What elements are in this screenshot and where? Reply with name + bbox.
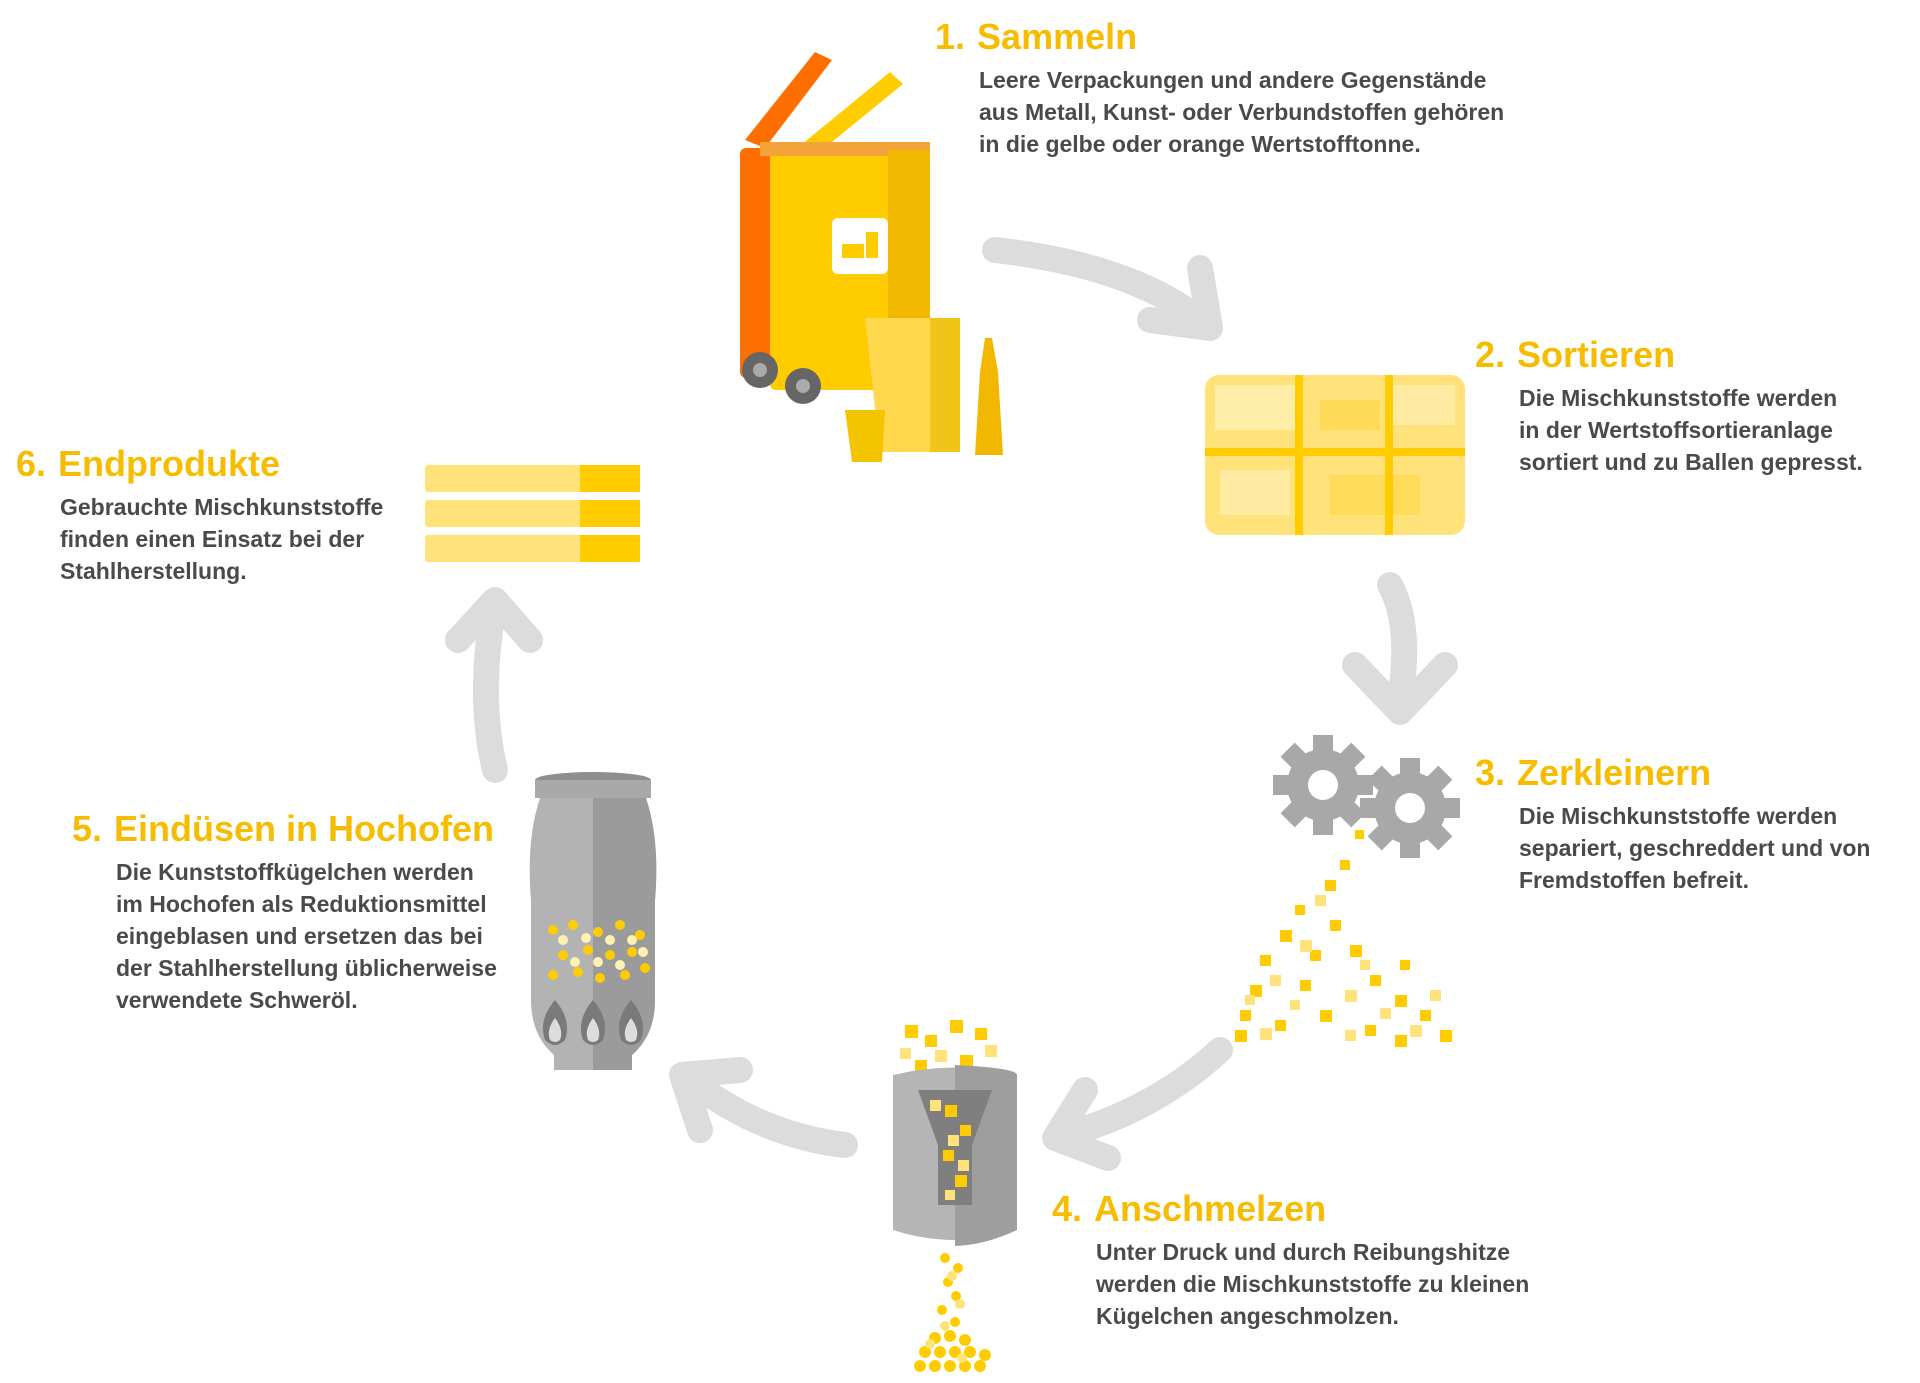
shredder-gears-icon [1235, 735, 1460, 1047]
arrow-5-to-6-icon [445, 587, 543, 783]
cycle-arrows [445, 237, 1458, 1171]
plastic-bale-icon [1205, 375, 1465, 535]
step-eindusen: 5.Eindüsen in Hochofen Die Kunststoffküg… [72, 808, 497, 1016]
melting-funnel-icon [893, 1020, 1017, 1372]
step-description: Unter Druck und durch Reibungshitze werd… [1096, 1239, 1530, 1329]
blast-furnace-icon [529, 772, 657, 1070]
arrow-3-to-4-icon [1042, 1037, 1233, 1171]
step-sammeln: 1.Sammeln Leere Verpackungen und andere … [935, 16, 1504, 160]
step-description: Die Mischkunststoffe werden in der Werts… [1519, 385, 1863, 475]
step-description: Die Mischkunststoffe werden separiert, g… [1519, 803, 1871, 893]
step-title: 3.Zerkleinern [1475, 752, 1712, 793]
step-description: Die Kunststoffkügelchen werden im Hochof… [116, 859, 497, 1013]
step-description: Gebrauchte Mischkunststoffe finden einen… [60, 494, 384, 584]
step-endprodukte: 6.Endprodukte Gebrauchte Mischkunststoff… [16, 443, 383, 587]
step-anschmelzen: 4.Anschmelzen Unter Druck und durch Reib… [1052, 1188, 1529, 1332]
waste-bin-icon [740, 52, 1003, 462]
arrow-2-to-3-icon [1342, 572, 1458, 725]
step-title: 1.Sammeln [935, 16, 1138, 57]
step-title: 6.Endprodukte [16, 443, 281, 484]
step-sortieren: 2.Sortieren Die Mischkunststoffe werden … [1475, 334, 1863, 478]
step-title: 2.Sortieren [1475, 334, 1676, 375]
step-description: Leere Verpackungen und andere Gegenständ… [979, 67, 1505, 157]
step-zerkleinern: 3.Zerkleinern Die Mischkunststoffe werde… [1475, 752, 1870, 896]
arrow-4-to-5-icon [669, 1057, 858, 1158]
step-title: 4.Anschmelzen [1052, 1188, 1327, 1229]
step-title: 5.Eindüsen in Hochofen [72, 808, 495, 849]
steel-plates-icon [425, 465, 640, 562]
arrow-1-to-2-icon [982, 237, 1223, 341]
